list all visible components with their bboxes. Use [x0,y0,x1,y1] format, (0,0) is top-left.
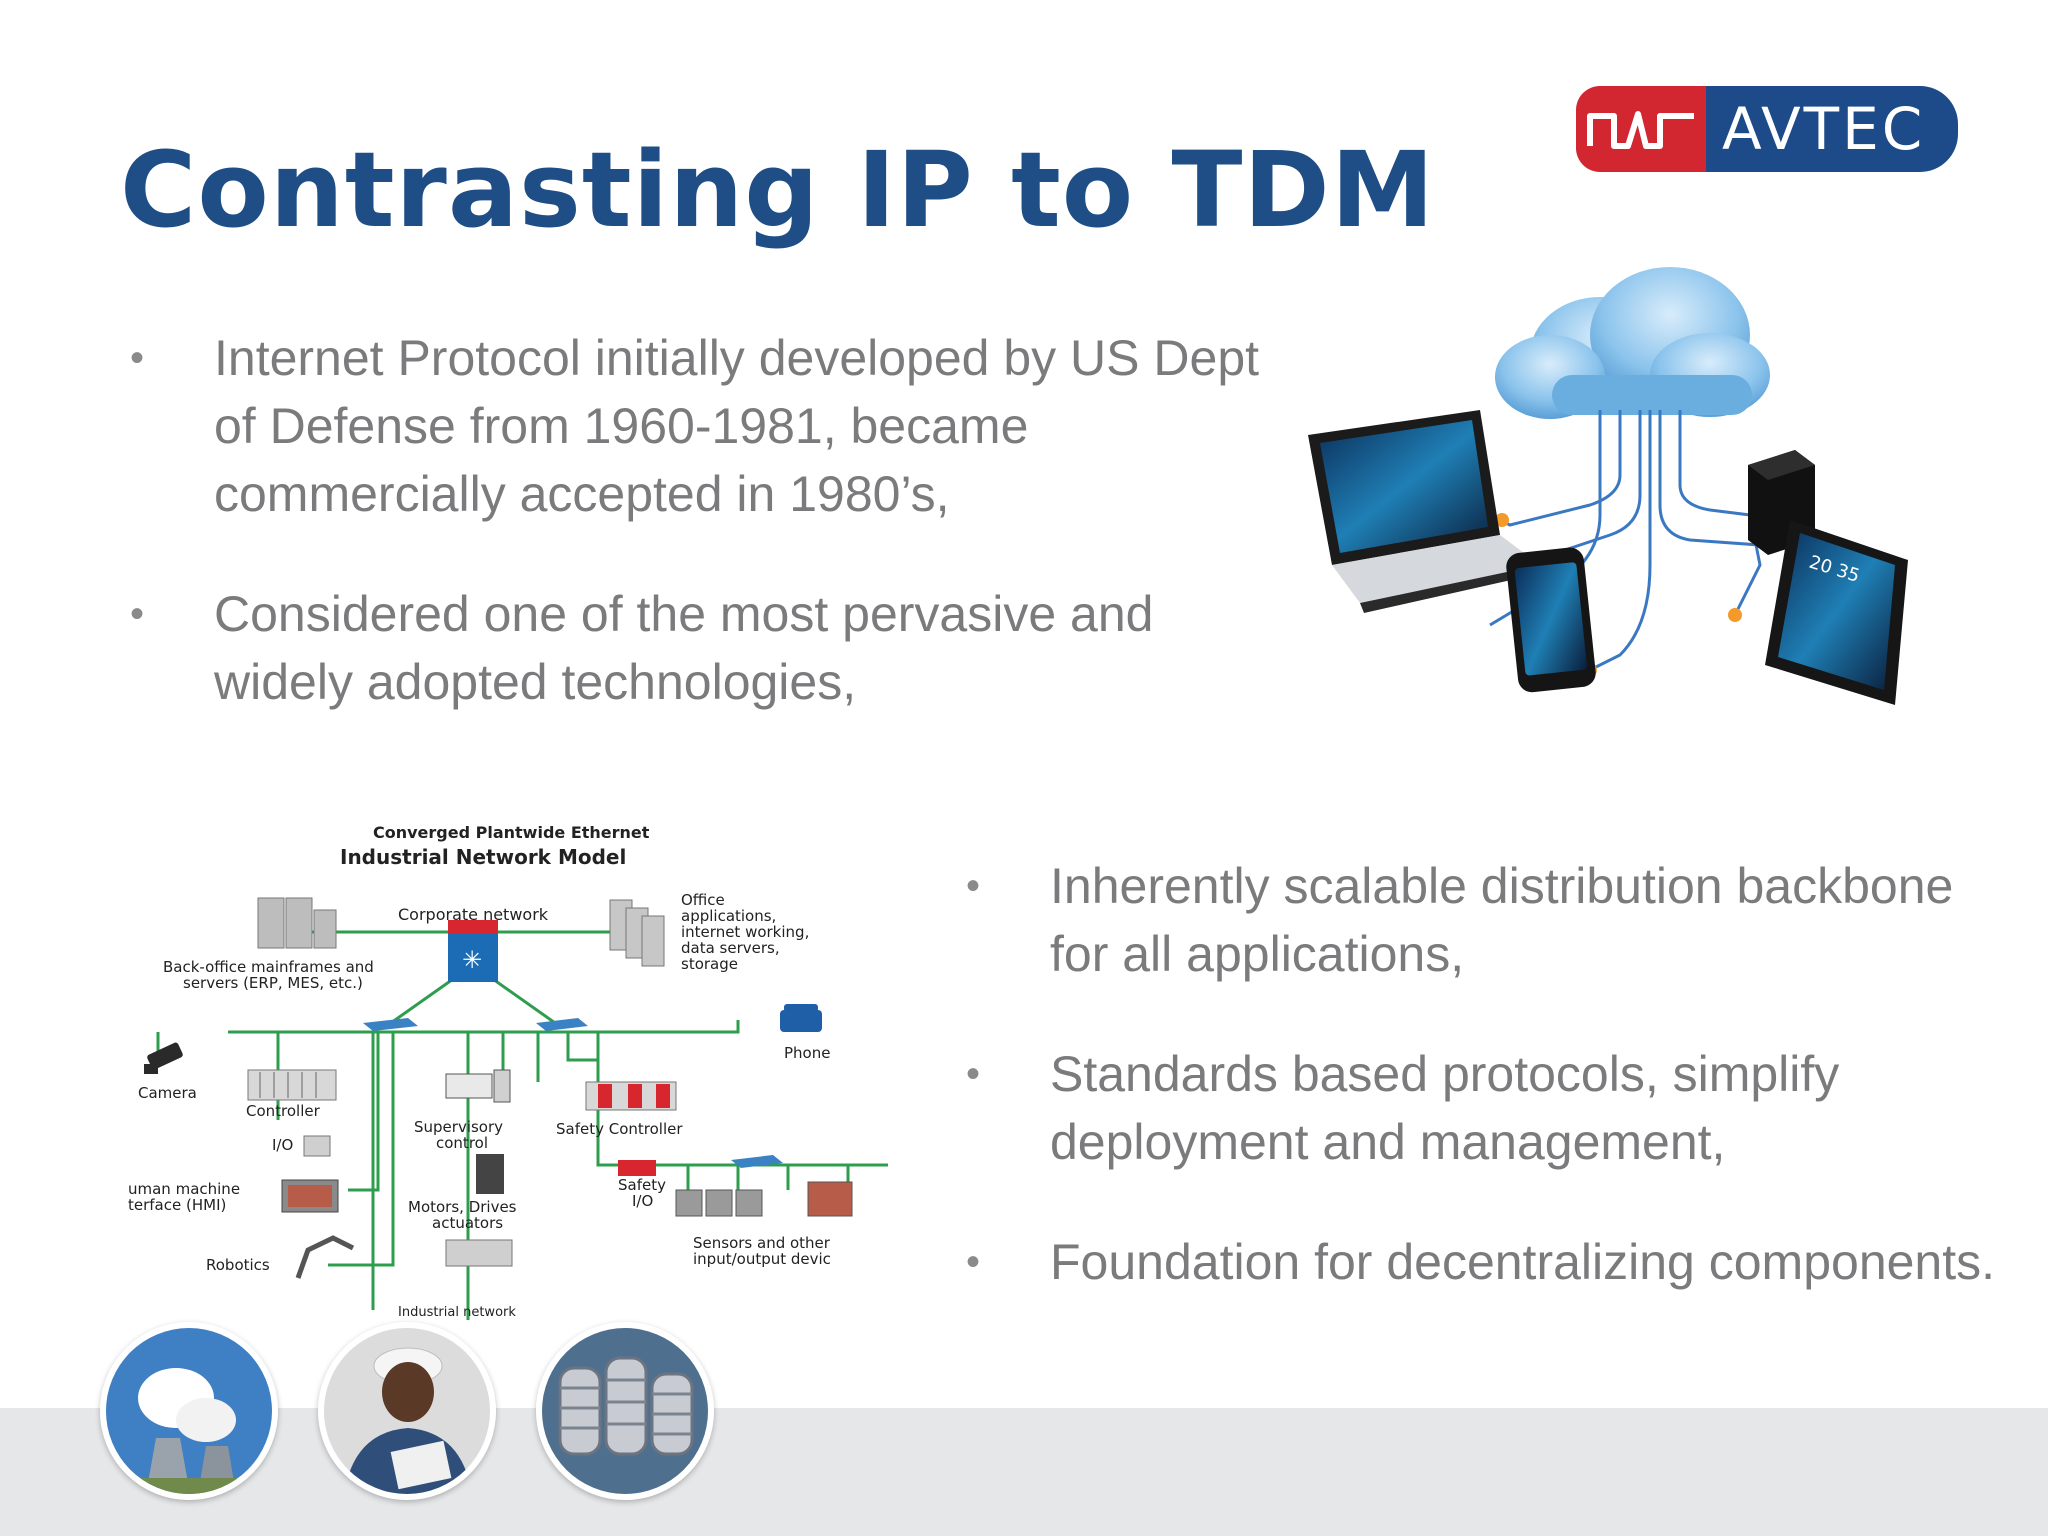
turbine-photo [536,1322,714,1500]
label-hmi-1: uman machine [128,1180,240,1198]
bullet-dot: • [966,864,981,908]
diagram-subtitle: Converged Plantwide Ethernet [373,823,650,842]
avtec-logo: AVTEC [1576,86,1958,172]
logo-waveform-icon [1576,86,1706,172]
bullet-text: Considered one of the most pervasive and… [214,586,1154,710]
controller-icon [247,1069,337,1101]
bullet-item: • Foundation for decentralizing component… [964,1228,2004,1296]
bullet-item: • Internet Protocol initially developed b… [128,324,1278,528]
label-io: I/O [272,1136,293,1154]
power-plant-photo [100,1322,278,1500]
label-robotics: Robotics [206,1256,270,1274]
laptop-icon [1308,410,1542,613]
label-backoffice-1: Back-office mainframes and [163,958,374,976]
top-bullet-list: • Internet Protocol initially developed b… [128,324,1278,768]
svg-text:✳: ✳ [462,946,482,974]
cloud-icon [1495,267,1770,419]
label-motors-1: Motors, Drives [408,1198,517,1216]
label-office-3: internet working, [681,923,809,941]
bullet-item: • Standards based protocols, simplify dep… [964,1040,2004,1176]
io-module-icon [303,1135,331,1157]
footer-band [0,1408,2048,1536]
tablet-icon: 20 35 [1765,520,1908,705]
label-safety-io-1: Safety [618,1176,666,1194]
slide-title: Contrasting IP to TDM [120,129,1436,251]
label-hmi-2: terface (HMI) [128,1196,226,1214]
safety-controller-icon [585,1081,677,1111]
label-office-2: applications, [681,907,776,925]
bullet-text: Foundation for decentralizing components… [1050,1234,1996,1290]
label-safety-io-2: I/O [632,1192,653,1210]
label-safety-controller: Safety Controller [556,1120,683,1138]
label-camera: Camera [138,1084,197,1102]
label-sensors-1: Sensors and other [693,1234,831,1252]
label-controller: Controller [246,1102,321,1120]
bullet-item: • Inherently scalable distribution backbo… [964,852,2004,988]
actuators-icon [445,1239,513,1267]
label-office-1: Office [681,891,725,909]
label-motors-2: actuators [432,1214,503,1232]
storage-servers-icon [609,899,665,967]
diagram-title: Industrial Network Model [340,845,626,869]
worker-photo [318,1322,496,1500]
label-phone: Phone [784,1044,830,1062]
router-icon: ✳ [448,920,498,982]
label-backoffice-2: servers (ERP, MES, etc.) [183,974,363,992]
bullet-text: Internet Protocol initially developed by… [214,330,1260,522]
camera-icon [144,1042,183,1074]
network-switch-icons [363,1018,783,1168]
bullet-dot: • [130,592,145,636]
label-office-4: data servers, [681,939,780,957]
mainframe-servers-icon [257,897,337,949]
bottom-bullet-list: • Inherently scalable distribution backbo… [964,852,2004,1348]
label-corporate-network: Corporate network [398,905,549,924]
label-supervisory-2: control [436,1134,488,1152]
desk-phone-icon [780,1004,822,1032]
robot-arm-icon [295,1235,355,1279]
label-industrial-network: Industrial network [398,1305,516,1320]
bullet-text: Inherently scalable distribution backbon… [1050,858,1954,982]
label-supervisory-1: Supervisory [414,1118,503,1136]
industrial-network-diagram: Converged Plantwide Ethernet Industrial … [128,823,888,1320]
cloud-devices-illustration: 20 35 [1308,267,1908,705]
bullet-dot: • [966,1240,981,1284]
bullet-text: Standards based protocols, simplify depl… [1050,1046,1840,1170]
sensor-devices-icons [675,1181,853,1217]
logo-text: AVTEC [1706,86,1958,172]
safety-io-icon [618,1160,656,1176]
bullet-dot: • [966,1052,981,1096]
label-office-5: storage [681,955,738,973]
bullet-item: • Considered one of the most pervasive an… [128,580,1278,716]
bullet-dot: • [130,336,145,380]
drive-icon [476,1154,504,1194]
label-sensors-2: input/output devic [693,1250,831,1268]
phone-icon [1506,547,1596,693]
supervisory-computer-icon [445,1069,511,1103]
